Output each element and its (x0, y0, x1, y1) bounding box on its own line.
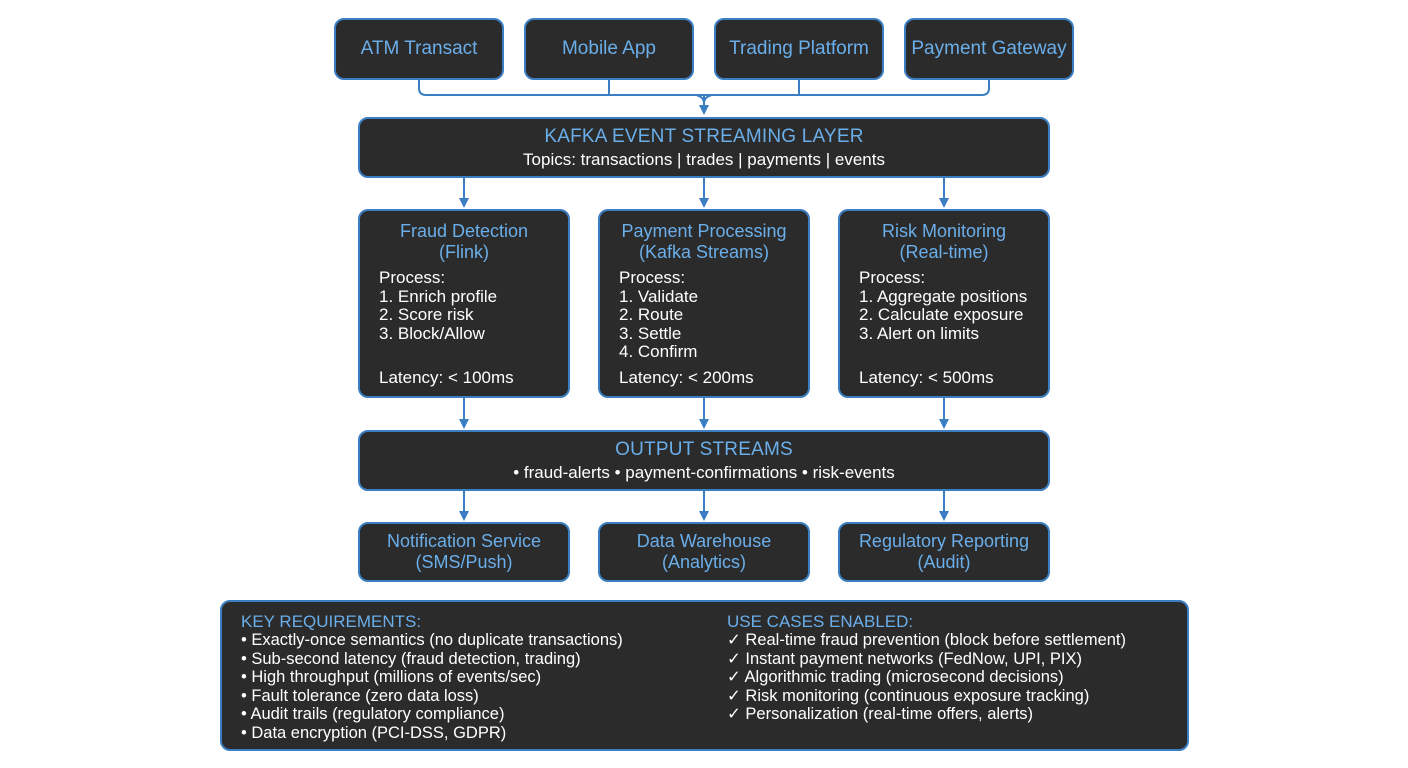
source-mobile-app: Mobile App (524, 18, 694, 80)
processor-latency: Latency: < 100ms (379, 368, 514, 387)
source-label: ATM Transact (360, 38, 478, 59)
sink-title: Data Warehouse (636, 531, 772, 551)
output-streams-title: OUTPUT STREAMS (615, 438, 793, 460)
kafka-streaming-layer: KAFKA EVENT STREAMING LAYER Topics: tran… (358, 117, 1050, 178)
process-step: 4. Confirm (619, 342, 698, 361)
requirement-item: • Exactly-once semantics (no duplicate t… (241, 631, 623, 649)
kafka-layer-topics: Topics: transactions | trades | payments… (523, 149, 885, 169)
process-step: 2. Calculate exposure (859, 305, 1024, 324)
output-streams: OUTPUT STREAMS • fraud-alerts • payment-… (358, 430, 1050, 491)
sink-title: Regulatory Reporting (858, 531, 1030, 551)
sink-subtitle: (Audit) (917, 552, 971, 572)
sink-title: Notification Service (386, 531, 542, 551)
output-streams-items: • fraud-alerts • payment-confirmations •… (513, 462, 895, 482)
requirement-item: • Data encryption (PCI-DSS, GDPR) (241, 723, 507, 742)
key-requirements-heading: KEY REQUIREMENTS: (241, 612, 422, 631)
requirement-item: • Fault tolerance (zero data loss) (241, 686, 479, 705)
process-label: Process: (379, 268, 446, 287)
use-case-item: ✓ Personalization (real-time offers, ale… (727, 705, 1034, 723)
processor-fraud-detection: Fraud Detection (Flink) Process: 1. Enri… (358, 209, 570, 398)
key-requirements: KEY REQUIREMENTS: • Exactly-once semanti… (241, 612, 623, 742)
processor-subtitle: (Real-time) (899, 242, 989, 262)
requirement-item: • High throughput (millions of events/se… (241, 668, 542, 686)
source-label: Mobile App (561, 38, 656, 59)
processor-subtitle: (Kafka Streams) (638, 242, 770, 262)
process-label: Process: (859, 268, 926, 287)
sink-subtitle: (SMS/Push) (415, 552, 513, 572)
use-case-item: ✓ Algorithmic trading (microsecond decis… (727, 668, 1064, 686)
requirement-item: • Sub-second latency (fraud detection, t… (241, 649, 581, 668)
source-atm-transact: ATM Transact (334, 18, 504, 80)
process-step: 1. Validate (619, 286, 699, 306)
process-step: 1. Aggregate positions (859, 286, 1028, 306)
process-step: 2. Score risk (379, 305, 474, 324)
use-cases-enabled: USE CASES ENABLED: ✓ Real-time fraud pre… (727, 612, 1126, 724)
sink-notification-service: Notification Service (SMS/Push) (358, 522, 570, 582)
processor-title: Payment Processing (621, 221, 787, 241)
source-payment-gateway: Payment Gateway (904, 18, 1074, 80)
processor-title: Risk Monitoring (881, 221, 1007, 241)
processor-title: Fraud Detection (399, 221, 529, 241)
source-label: Trading Platform (729, 38, 869, 59)
source-trading-platform: Trading Platform (714, 18, 884, 80)
process-step: 1. Enrich profile (379, 286, 498, 306)
use-case-item: ✓ Real-time fraud prevention (block befo… (727, 631, 1127, 649)
process-step: 2. Route (619, 305, 684, 324)
sink-subtitle: (Analytics) (661, 552, 746, 572)
process-step: 3. Alert on limits (859, 323, 979, 343)
requirement-item: • Audit trails (regulatory compliance) (241, 705, 505, 723)
processor-payment-processing: Payment Processing (Kafka Streams) Proce… (598, 209, 810, 398)
use-case-item: ✓ Instant payment networks (FedNow, UPI,… (727, 649, 1082, 668)
processor-latency: Latency: < 500ms (859, 368, 994, 387)
kafka-layer-title: KAFKA EVENT STREAMING LAYER (544, 125, 864, 147)
process-label: Process: (619, 268, 686, 287)
source-merge-connector (418, 79, 990, 96)
processor-latency: Latency: < 200ms (619, 368, 754, 387)
processor-subtitle: (Flink) (439, 242, 489, 262)
use-cases-heading: USE CASES ENABLED: (727, 612, 914, 631)
sink-data-warehouse: Data Warehouse (Analytics) (598, 522, 810, 582)
use-case-item: ✓ Risk monitoring (continuous exposure t… (727, 686, 1090, 705)
requirements-panel: KEY REQUIREMENTS: • Exactly-once semanti… (220, 600, 1189, 751)
processor-risk-monitoring: Risk Monitoring (Real-time) Process: 1. … (838, 209, 1050, 398)
sink-regulatory-reporting: Regulatory Reporting (Audit) (838, 522, 1050, 582)
source-label: Payment Gateway (911, 38, 1067, 59)
process-step: 3. Settle (619, 323, 682, 343)
process-step: 3. Block/Allow (379, 323, 485, 343)
